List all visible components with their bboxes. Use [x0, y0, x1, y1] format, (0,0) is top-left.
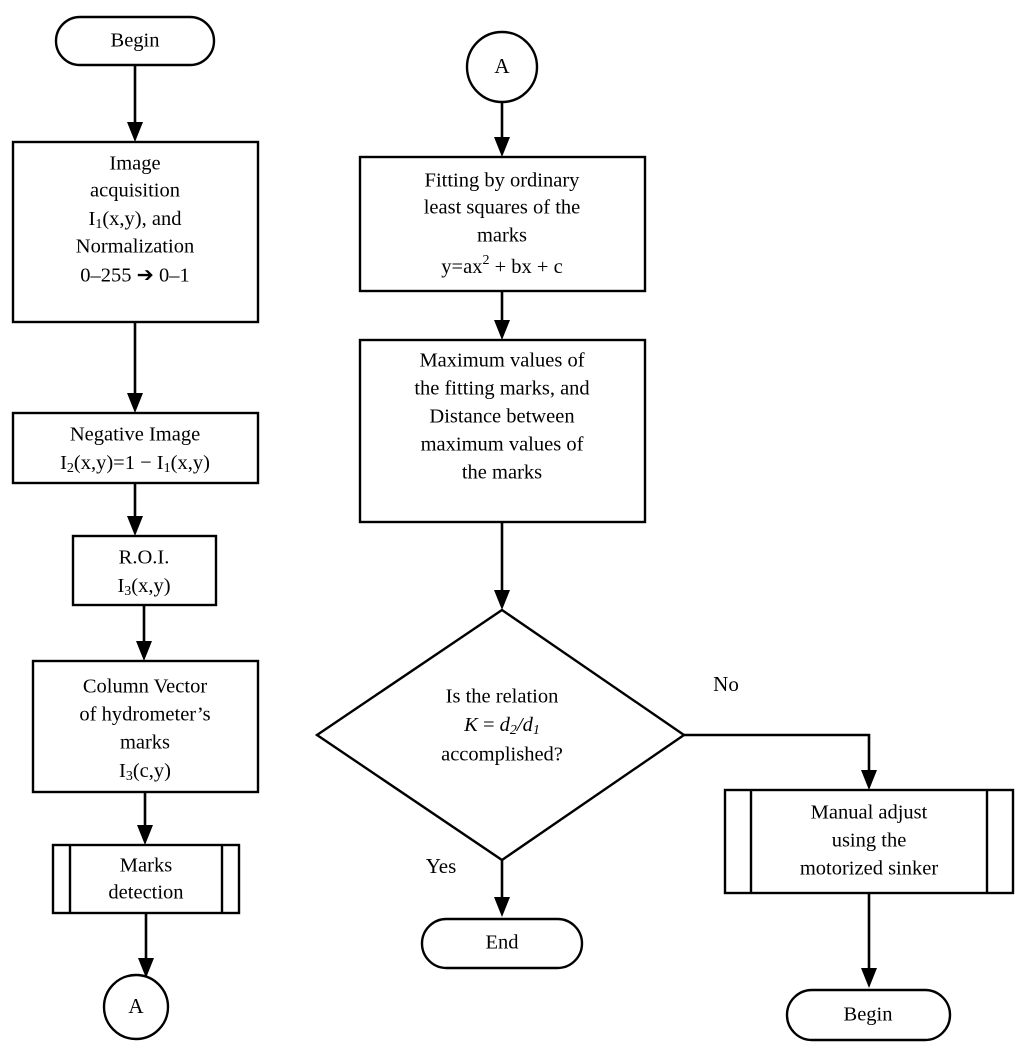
node-image-acquisition-line3: I1(x,y), and: [89, 208, 182, 233]
node-negative-image-line2: I2(x,y)=1 − I1(x,y): [60, 452, 210, 477]
edge-fitting-to-maximum: [494, 291, 510, 340]
edge-column-vector-to-marks: [137, 792, 153, 845]
node-maximum-values-line4: maximum values of: [421, 434, 584, 456]
node-manual-adjust[interactable]: Manual adjust using the motorized sinker: [723, 788, 1015, 895]
node-column-vector-line1: Column Vector: [83, 676, 207, 698]
edge-decision-no: No: [684, 672, 877, 790]
node-roi-line2: I3(x,y): [117, 575, 170, 600]
terminator-shape: [420, 917, 584, 970]
node-image-acquisition-line2: acquisition: [90, 180, 180, 202]
node-negative-image-line1: Negative Image: [70, 424, 200, 446]
node-negative-image[interactable]: Negative Image I2(x,y)=1 − I1(x,y): [11, 411, 260, 485]
node-marks-detection[interactable]: Marks detection: [51, 843, 241, 915]
node-connector-a-bottom-left[interactable]: A: [102, 973, 170, 1041]
process-shape: [31, 659, 260, 794]
node-image-acquisition-line4: Normalization: [76, 236, 194, 258]
node-end[interactable]: End: [420, 917, 584, 970]
edge-image-to-negative: [127, 322, 143, 413]
node-image-acquisition[interactable]: Image acquisition I1(x,y), and Normaliza…: [11, 140, 260, 324]
node-connector-a-top-right[interactable]: A: [465, 30, 539, 104]
connector-circle-shape: [102, 973, 170, 1041]
node-fitting-line4: y=ax2 + bx + c: [441, 253, 562, 277]
edge-marks-to-connector-a: [138, 913, 154, 978]
node-begin-left[interactable]: Begin: [54, 15, 216, 67]
process-shape: [11, 411, 260, 485]
node-connector-a-top-right-label: A: [494, 54, 510, 78]
edge-label-yes: Yes: [426, 854, 457, 878]
process-shape: [71, 534, 218, 607]
terminator-shape: [785, 988, 952, 1042]
node-decision-line2: K = d2/d1: [463, 714, 540, 739]
edge-label-no: No: [713, 672, 739, 696]
node-maximum-values-line5: the marks: [462, 462, 542, 484]
node-column-vector-line2: of hydrometer’s: [79, 704, 210, 726]
node-fitting[interactable]: Fitting by ordinary least squares of the…: [358, 155, 647, 293]
process-shape: [11, 140, 260, 324]
node-marks-detection-line2: detection: [108, 882, 183, 904]
edge-begin-to-image: [127, 65, 143, 142]
edge-decision-yes: Yes: [426, 854, 510, 917]
node-begin-right-label: Begin: [844, 1004, 893, 1026]
node-manual-adjust-line3: motorized sinker: [800, 858, 939, 880]
node-end-label: End: [485, 932, 518, 954]
node-begin-right[interactable]: Begin: [785, 988, 952, 1042]
edge-manual-adjust-to-begin: [861, 893, 877, 988]
node-begin-left-label: Begin: [111, 30, 160, 52]
node-decision-line1: Is the relation: [446, 686, 559, 708]
node-connector-a-bottom-left-label: A: [128, 994, 144, 1018]
node-roi-line1: R.O.I.: [119, 547, 170, 569]
node-maximum-values[interactable]: Maximum values of the fitting marks, and…: [358, 338, 647, 524]
node-column-vector[interactable]: Column Vector of hydrometer’s marks I3(c…: [31, 659, 260, 794]
edge-roi-to-column-vector: [136, 605, 152, 661]
edge-negative-to-roi: [127, 483, 143, 536]
node-column-vector-line3: marks: [120, 732, 170, 754]
predefined-process-shape: [723, 788, 1015, 895]
node-marks-detection-line1: Marks: [120, 855, 172, 877]
node-decision-line3: accomplished?: [441, 744, 563, 766]
node-image-acquisition-line1: Image: [109, 153, 160, 175]
node-manual-adjust-line1: Manual adjust: [811, 802, 928, 824]
node-maximum-values-line2: the fitting marks, and: [414, 378, 589, 400]
node-fitting-line3: marks: [477, 225, 527, 247]
node-maximum-values-line1: Maximum values of: [419, 350, 584, 372]
node-fitting-line1: Fitting by ordinary: [425, 170, 581, 192]
node-maximum-values-line3: Distance between: [429, 406, 574, 428]
edge-connector-a-to-fitting: [494, 102, 510, 157]
node-column-vector-line4: I3(c,y): [119, 760, 171, 785]
node-roi[interactable]: R.O.I. I3(x,y): [71, 534, 218, 607]
predefined-process-shape: [51, 843, 241, 915]
node-manual-adjust-line2: using the: [832, 830, 907, 852]
edge-maximum-to-decision: [494, 522, 510, 610]
node-image-acquisition-line5: 0–255 ➔ 0–1: [80, 265, 189, 287]
process-shape: [358, 155, 647, 293]
node-decision[interactable]: Is the relation K = d2/d1 accomplished?: [314, 608, 687, 862]
node-fitting-line2: least squares of the: [424, 197, 581, 219]
